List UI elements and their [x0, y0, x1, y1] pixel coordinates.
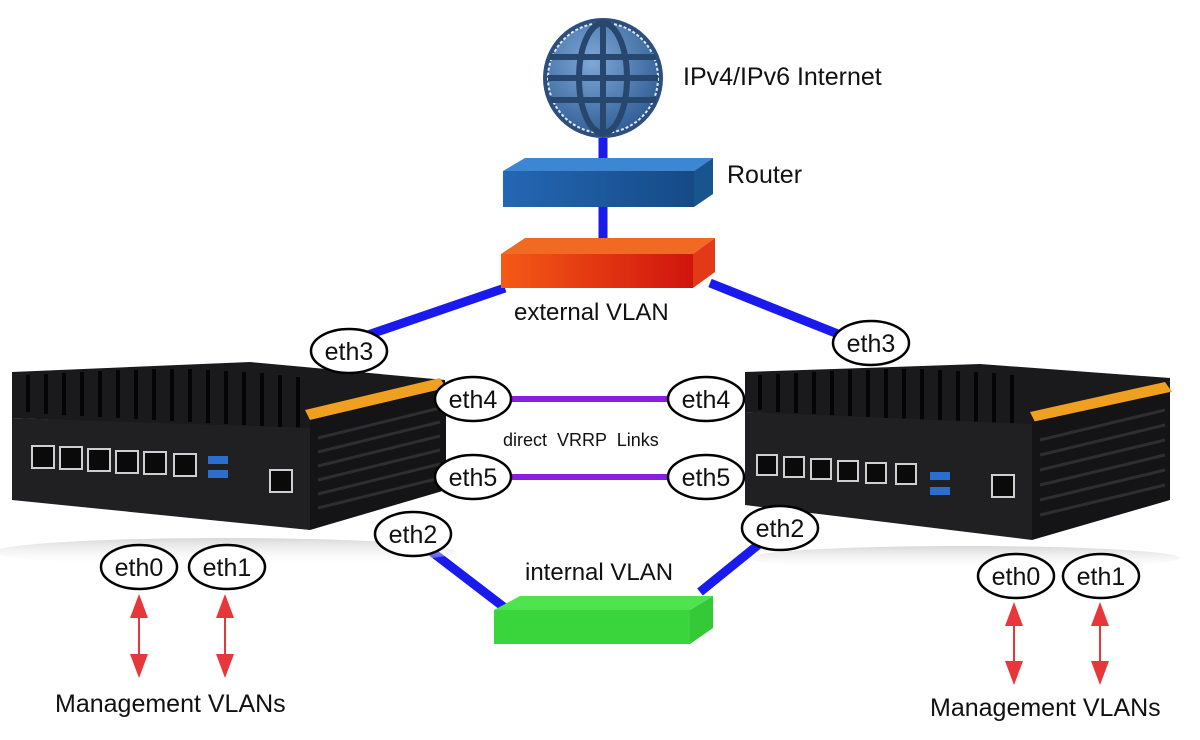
- port-right-eth3: eth3: [831, 319, 911, 367]
- link-right-eth2-internal: [697, 541, 761, 596]
- port-label: eth5: [682, 464, 731, 492]
- port-left-eth1: eth1: [187, 543, 267, 591]
- link-external-left-eth3: [363, 283, 507, 341]
- internal-switch-icon: [494, 596, 713, 644]
- port-label: eth1: [1077, 563, 1126, 591]
- left-appliance: [0, 362, 455, 566]
- port-label: eth1: [203, 554, 252, 582]
- port-right-eth5: eth5: [666, 453, 746, 501]
- port-label: eth2: [756, 515, 805, 543]
- external-switch-icon: [501, 238, 715, 288]
- port-right-eth4: eth4: [666, 375, 746, 423]
- port-left-eth0: eth0: [99, 543, 179, 591]
- double-arrow-icon: [130, 594, 148, 678]
- port-label: eth2: [389, 521, 438, 549]
- port-left-eth2: eth2: [373, 510, 453, 558]
- rj45-ports: [31, 445, 197, 477]
- console-port: [991, 474, 1015, 498]
- usb-ports: [930, 472, 950, 495]
- port-right-eth1: eth1: [1061, 552, 1141, 600]
- vrrp-links-label: direct VRRP Links: [503, 430, 659, 450]
- port-label: eth4: [682, 386, 731, 414]
- double-arrow-icon: [1005, 602, 1023, 685]
- port-label: eth3: [325, 338, 374, 366]
- internal-vlan-label: internal VLAN: [525, 559, 673, 586]
- port-left-eth4: eth4: [433, 375, 513, 423]
- port-left-eth3: eth3: [309, 327, 389, 375]
- double-arrow-icon: [1091, 602, 1109, 685]
- usb-ports: [208, 456, 228, 478]
- link-left-eth2-internal: [429, 548, 508, 612]
- heatsink-fins: [26, 369, 300, 428]
- link-external-right-eth3: [708, 278, 840, 339]
- port-right-eth2: eth2: [740, 504, 820, 552]
- management-arrows: [130, 594, 1109, 685]
- port-badges: eth3 eth3 eth4 eth4 eth5 eth5 eth2 eth2: [99, 319, 1141, 600]
- internet-label: IPv4/IPv6 Internet: [683, 63, 882, 91]
- router-label: Router: [727, 161, 802, 189]
- port-label: eth0: [992, 563, 1041, 591]
- internet-globe-icon: [543, 18, 663, 138]
- right-appliance: [745, 364, 1180, 570]
- port-left-eth5: eth5: [433, 453, 513, 501]
- heatsink-fins: [758, 369, 1014, 425]
- links: [363, 138, 840, 612]
- port-label: eth4: [449, 386, 498, 414]
- management-vlans-left-label: Management VLANs: [55, 690, 286, 718]
- rj45-ports: [756, 454, 917, 485]
- external-vlan-label: external VLAN: [514, 299, 669, 326]
- console-port: [269, 469, 293, 493]
- port-label: eth5: [449, 464, 498, 492]
- port-right-eth0: eth0: [976, 552, 1056, 600]
- double-arrow-icon: [216, 594, 234, 678]
- router-icon: [503, 158, 713, 207]
- port-label: eth3: [847, 330, 896, 358]
- management-vlans-right-label: Management VLANs: [930, 694, 1161, 722]
- port-label: eth0: [115, 554, 164, 582]
